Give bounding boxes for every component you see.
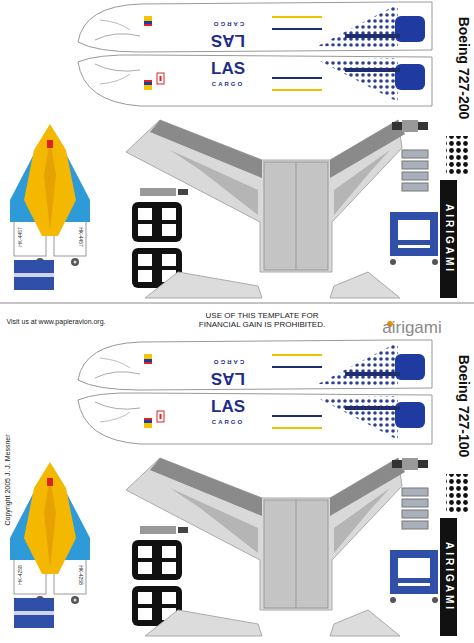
plane-title: Boeing 727-200 <box>457 17 471 120</box>
usage-notice: USE OF THIS TEMPLATE FOR FINANCIAL GAIN … <box>187 311 337 329</box>
fuselage-logo: LAS <box>211 398 245 415</box>
fuselage-cargo: CARGO <box>212 359 244 365</box>
registration: HK-4457 <box>18 227 23 247</box>
fuselage-cargo: CARGO <box>212 419 244 425</box>
brand-logo: airigami <box>382 319 442 336</box>
fuselage-logo: LAS <box>211 60 245 77</box>
fuselage-cargo: CARGO <box>212 21 244 27</box>
fuselage-cargo: CARGO <box>212 81 244 87</box>
plane-title: Boeing 727-100 <box>457 355 471 458</box>
registration: HK-4258 <box>78 565 83 585</box>
registration: HK-4457 <box>78 227 83 247</box>
brand-strip: AIRIGAMI <box>444 542 454 612</box>
copyright-note: Copyright 2005 J. J. Messner <box>4 434 11 525</box>
fuselage-logo: LAS <box>211 370 245 387</box>
brand-strip: AIRIGAMI <box>444 204 454 274</box>
website-note: Visit us at www.papieravion.org. <box>6 318 105 325</box>
registration: HK-4258 <box>18 565 23 585</box>
fuselage-logo: LAS <box>211 32 245 49</box>
